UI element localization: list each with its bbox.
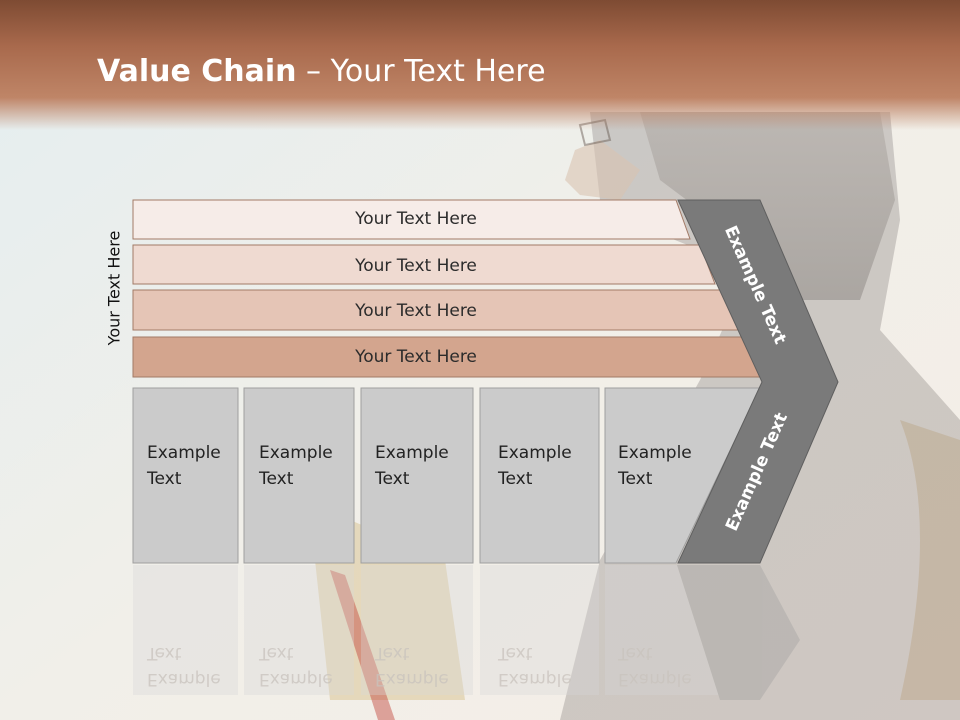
row-label-3: Your Text Here <box>355 301 477 321</box>
row-bar-1[interactable] <box>132 199 691 240</box>
book-ribbon <box>330 570 395 720</box>
title-bold: Value Chain <box>97 54 297 89</box>
figure-hand <box>900 420 960 700</box>
row-bar-2[interactable] <box>132 244 716 285</box>
figure-hair <box>640 112 895 300</box>
row-label-2: Your Text Here <box>355 256 477 276</box>
column-box-3[interactable] <box>360 387 474 564</box>
column-box-2[interactable] <box>243 387 355 564</box>
page-title: Value Chain – Your Text Here <box>97 54 546 89</box>
row-label-1: Your Text Here <box>355 209 477 229</box>
column-box-4[interactable] <box>479 387 600 564</box>
column-box-5[interactable] <box>604 387 761 564</box>
chevron-arrow[interactable] <box>677 199 839 564</box>
title-rest: – Your Text Here <box>296 54 546 89</box>
title-band <box>0 0 960 130</box>
row-label-4: Your Text Here <box>355 347 477 367</box>
column-box-1[interactable] <box>132 387 239 564</box>
figure-face <box>565 140 640 200</box>
book-illustration <box>315 520 465 700</box>
diagram-reflection <box>133 565 800 700</box>
